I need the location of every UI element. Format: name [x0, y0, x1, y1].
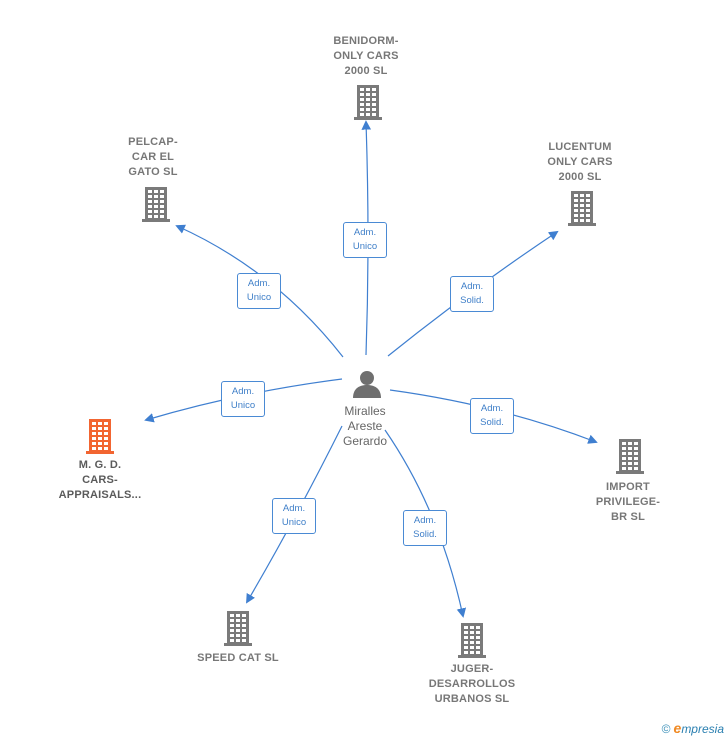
center-name-line: Miralles — [344, 404, 386, 418]
label-line: URBANOS SL — [434, 693, 510, 705]
role-line: Adm. — [231, 386, 255, 397]
label-line: M. G. D. — [78, 459, 122, 471]
role-line: Adm. — [413, 515, 437, 526]
label-line: APPRAISALS... — [58, 489, 142, 501]
role-line: Adm. — [353, 227, 377, 238]
role-box-speedcat[interactable]: Adm. Unico — [272, 498, 316, 534]
role-line: Unico — [281, 517, 307, 528]
label-line: PRIVILEGE- — [595, 496, 661, 508]
role-line: Adm. — [282, 503, 306, 514]
brand-logo-initial: e — [673, 720, 682, 736]
role-line: Unico — [230, 400, 256, 411]
center-person-name[interactable]: Miralles Areste Gerardo — [330, 404, 400, 449]
label-line: BR SL — [611, 511, 645, 523]
building-icon[interactable] — [456, 622, 488, 658]
label-line: 2000 SL — [344, 65, 388, 77]
node-label-juger[interactable]: JUGER- DESARROLLOS URBANOS SL — [416, 662, 528, 707]
label-line: BENIDORM- — [333, 35, 399, 47]
node-label-mgd[interactable]: M. G. D. CARS- APPRAISALS... — [48, 458, 152, 503]
role-line: Adm. — [460, 281, 484, 292]
role-box-juger[interactable]: Adm. Solid. — [403, 510, 447, 546]
building-icon[interactable] — [614, 438, 646, 474]
role-line: Solid. — [413, 529, 437, 540]
node-label-speedcat[interactable]: SPEED CAT SL — [176, 651, 300, 666]
label-line: ONLY CARS — [333, 50, 399, 62]
person-icon[interactable] — [352, 370, 382, 398]
building-icon[interactable] — [222, 610, 254, 646]
footer-brand[interactable]: ©empresia — [662, 720, 724, 736]
label-line: CAR EL — [131, 151, 175, 163]
role-box-pelcap[interactable]: Adm. Unico — [237, 273, 281, 309]
label-line: ONLY CARS — [547, 156, 613, 168]
node-label-pelcap[interactable]: PELCAP- CAR EL GATO SL — [103, 135, 203, 180]
role-line: Adm. — [247, 278, 271, 289]
brand-logo-text: mpresia — [681, 722, 724, 736]
label-line: IMPORT — [606, 481, 650, 493]
role-line: Solid. — [480, 417, 504, 428]
label-line: DESARROLLOS — [428, 678, 516, 690]
center-name-line: Areste — [347, 419, 383, 433]
copyright-icon: © — [661, 722, 671, 736]
building-icon[interactable] — [140, 186, 172, 222]
node-label-benidorm[interactable]: BENIDORM- ONLY CARS 2000 SL — [316, 34, 416, 79]
role-box-lucentum[interactable]: Adm. Solid. — [450, 276, 494, 312]
building-icon-highlighted[interactable] — [84, 418, 116, 454]
label-line: 2000 SL — [558, 171, 602, 183]
node-label-lucentum[interactable]: LUCENTUM ONLY CARS 2000 SL — [530, 140, 630, 185]
role-box-benidorm[interactable]: Adm. Unico — [343, 222, 387, 258]
building-icon[interactable] — [566, 190, 598, 226]
role-box-import[interactable]: Adm. Solid. — [470, 398, 514, 434]
label-line: PELCAP- — [128, 136, 178, 148]
role-line: Solid. — [460, 295, 484, 306]
role-line: Adm. — [480, 403, 504, 414]
center-name-line: Gerardo — [342, 434, 388, 448]
role-line: Unico — [246, 292, 272, 303]
node-label-import[interactable]: IMPORT PRIVILEGE- BR SL — [578, 480, 678, 525]
label-line: CARS- — [82, 474, 118, 486]
role-line: Unico — [352, 241, 378, 252]
label-line: SPEED CAT SL — [197, 652, 279, 664]
label-line: GATO SL — [128, 166, 178, 178]
role-box-mgd[interactable]: Adm. Unico — [221, 381, 265, 417]
label-line: LUCENTUM — [548, 141, 612, 153]
building-icon[interactable] — [352, 84, 384, 120]
label-line: JUGER- — [450, 663, 494, 675]
